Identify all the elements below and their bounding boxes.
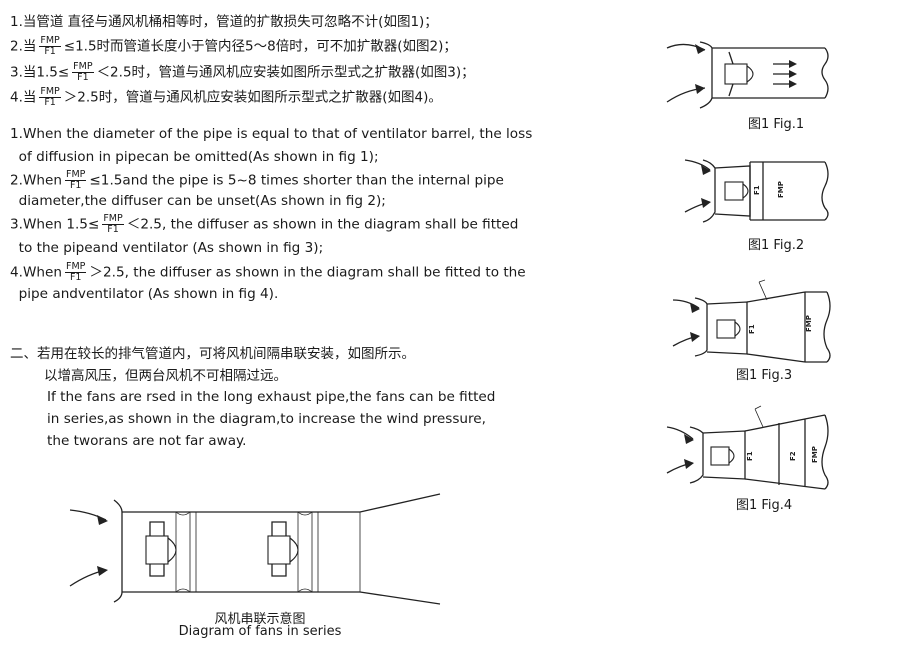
diffuser bbox=[744, 414, 826, 490]
arrow-head bbox=[690, 303, 700, 313]
fan-nose bbox=[728, 447, 735, 465]
label-f1: F1 bbox=[753, 185, 761, 195]
duct-break bbox=[821, 414, 829, 490]
fig3-caption: 图1 Fig.3 bbox=[736, 368, 793, 383]
fan-casing bbox=[702, 430, 746, 480]
inlet-bell bbox=[694, 297, 708, 357]
fan-hub bbox=[724, 63, 748, 85]
cn-rule-1: 1.当管道 直径与通风机桶相等时，管道的扩散损失可忽略不计(如图1)； bbox=[10, 14, 438, 30]
arrow-head bbox=[684, 459, 694, 469]
fan-nose bbox=[734, 320, 741, 338]
series-caption-en: Diagram of fans in series bbox=[178, 624, 342, 639]
arrow-head bbox=[695, 84, 705, 94]
arrow-head bbox=[684, 434, 694, 444]
diffuser bbox=[359, 493, 441, 605]
fig1-caption: 图1 Fig.1 bbox=[748, 117, 805, 132]
fan-rings bbox=[175, 511, 313, 593]
fan-hub bbox=[724, 181, 744, 201]
duct-break bbox=[823, 291, 831, 363]
series-en-line-3: the tworans are not far away. bbox=[47, 433, 247, 449]
label-f1: F1 bbox=[748, 324, 756, 334]
fig4-diagram: F1 F2 FMP bbox=[666, 405, 829, 490]
duct bbox=[712, 47, 825, 99]
diffuser bbox=[746, 291, 806, 363]
inlet-arrow-upper bbox=[684, 159, 711, 171]
inlet-bell bbox=[689, 426, 704, 484]
inlet-bell bbox=[702, 159, 716, 223]
flange-lines bbox=[175, 512, 361, 592]
arrow-head bbox=[789, 60, 797, 68]
fig3-diagram: F1 FMP bbox=[672, 279, 831, 363]
duct-break bbox=[821, 161, 829, 221]
arrow-head bbox=[789, 70, 797, 78]
en-rule-2b: diameter,the diffuser can be unset(As sh… bbox=[10, 193, 386, 209]
fan-nose bbox=[742, 182, 749, 200]
series-caption-cn: 风机串联示意图 bbox=[214, 612, 306, 627]
series-en-line-1: If the fans are rsed in the long exhaust… bbox=[47, 389, 496, 405]
fan-casing bbox=[706, 301, 748, 355]
fan-hub-2 bbox=[267, 535, 291, 565]
arrow-head bbox=[701, 198, 711, 208]
angle-marker bbox=[758, 279, 768, 301]
inlet-arrow-upper bbox=[672, 299, 700, 309]
en-rule-3b: to the pipeand ventilator (As shown in f… bbox=[10, 240, 324, 256]
fan-hub bbox=[716, 319, 736, 339]
duct-break bbox=[821, 47, 829, 99]
label-f2: F2 bbox=[789, 451, 797, 461]
inlet-arrow-upper bbox=[666, 426, 694, 440]
fan-blades bbox=[728, 51, 734, 97]
inlet-bell bbox=[113, 499, 123, 603]
arrow-head bbox=[97, 566, 108, 576]
label-f1: F1 bbox=[746, 451, 754, 461]
fan-hub bbox=[710, 446, 730, 466]
series-cn-line-2: 以增高风压，但两台风机不可相隔过远。 bbox=[44, 368, 287, 384]
inlet-bell bbox=[699, 41, 713, 109]
arrow-head bbox=[789, 80, 797, 88]
en-rule-1a: 1.When the diameter of the pipe is equal… bbox=[10, 126, 533, 142]
fan-nose bbox=[746, 64, 754, 84]
fig2-caption: 图1 Fig.2 bbox=[748, 238, 805, 253]
fan-hub-1 bbox=[145, 535, 169, 565]
label-fmp: FMP bbox=[811, 446, 819, 463]
angle-marker bbox=[754, 405, 764, 428]
arrow-head bbox=[701, 165, 711, 175]
fig4-caption: 图1 Fig.4 bbox=[736, 498, 793, 513]
label-fmp: FMP bbox=[777, 181, 785, 198]
fig1-diagram bbox=[666, 41, 829, 109]
arrow-head bbox=[690, 332, 700, 342]
duct bbox=[805, 291, 827, 363]
fan-nose-2 bbox=[289, 536, 299, 564]
duct bbox=[122, 511, 360, 593]
en-rule-1b: of diffusion in pipecan be omitted(As sh… bbox=[10, 149, 379, 165]
series-en-line-2: in series,as shown in the diagram,to inc… bbox=[47, 411, 486, 427]
series-diagram bbox=[69, 493, 441, 605]
duct bbox=[749, 161, 825, 221]
fan-nose-1 bbox=[167, 536, 177, 564]
arrow-head bbox=[97, 515, 108, 525]
arrow-head bbox=[695, 44, 705, 54]
series-cn-line-1: 二、若用在较长的排气管道内，可将风机间隔串联安装，如图所示。 bbox=[10, 346, 415, 362]
en-rule-4b: pipe andventilator (As shown in fig 4). bbox=[10, 286, 279, 302]
label-fmp: FMP bbox=[805, 315, 813, 332]
fig2-diagram: F1 FMP bbox=[684, 159, 829, 223]
